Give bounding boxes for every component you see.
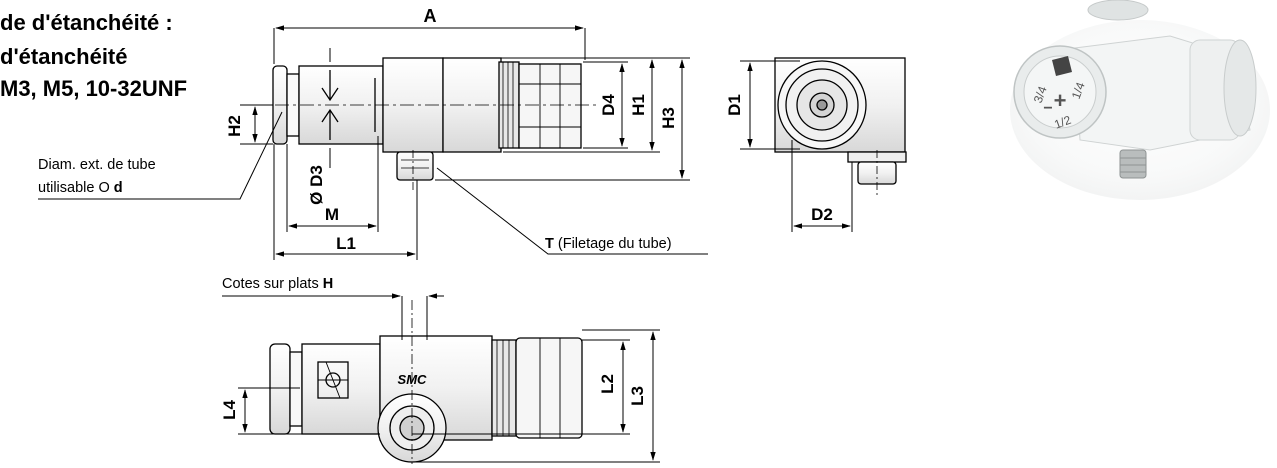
flats-text: Cotes sur plats	[222, 276, 323, 292]
label-L2: L2	[598, 374, 617, 394]
label-L1: L1	[336, 234, 356, 253]
label-L4: L4	[220, 400, 239, 420]
tube-od-note-line1: Diam. ext. de tube	[38, 157, 156, 173]
dim-L1-extensions	[273, 144, 418, 260]
top-release-ring	[491, 339, 517, 437]
front-collet	[518, 63, 582, 149]
front-view	[250, 57, 600, 190]
dim-A-extensions	[273, 28, 586, 64]
tube-od-var: d	[113, 180, 123, 196]
thread-var: T	[545, 236, 554, 252]
side-view	[774, 57, 907, 196]
tube-od-leader	[38, 111, 283, 200]
front-labels: A D4 H1 H3 H2 Ø D3 M L1	[225, 6, 678, 253]
front-valve-arrow-top	[321, 70, 339, 102]
photo-mark-1-2: 1/2	[1052, 113, 1073, 132]
label-D4: D4	[599, 94, 618, 116]
tube-od-note-line2: utilisable O d	[38, 180, 123, 196]
photo-thread-lines	[1120, 157, 1146, 173]
dim-D1-extensions	[740, 60, 800, 150]
flats-var: H	[322, 276, 334, 292]
dim-H3-extensions	[435, 57, 690, 181]
photo-plus-mark: +	[1054, 88, 1067, 113]
photo-mark-3-4: 3/4	[1031, 84, 1050, 105]
top-collet-segments	[539, 338, 561, 438]
side-bore-center	[816, 99, 828, 111]
title-line-1: de d'étanchéité :	[0, 10, 173, 35]
label-A: A	[424, 6, 437, 26]
photo-dial-window-icon	[1052, 56, 1072, 76]
label-H1: H1	[629, 94, 648, 116]
dim-L2-extensions	[412, 339, 630, 435]
top-valve-body	[301, 343, 381, 435]
dim-D2-extensions	[791, 140, 853, 232]
flats-note: Cotes sur plats H	[222, 276, 333, 292]
top-tube-flange	[269, 343, 291, 435]
title-line-3: M3, M5, 10-32UNF	[0, 76, 188, 101]
top-collet	[515, 337, 583, 439]
side-dimensions	[740, 60, 853, 232]
dim-L4-extensions	[238, 387, 380, 435]
dim-D4-extensions	[583, 61, 628, 149]
dim-M-extensions	[286, 136, 379, 232]
smc-logo: SMC	[398, 372, 428, 387]
front-valve-arrow-bottom	[321, 108, 339, 140]
check-valve-lines	[318, 361, 348, 399]
title-line-2: d'étanchéité	[0, 44, 128, 69]
top-dimensions	[222, 293, 660, 463]
thread-leader	[436, 167, 708, 255]
flats-extensions	[401, 296, 428, 340]
photo-minus-mark: −	[1043, 100, 1052, 117]
photo-mark-1-4: 1/4	[1069, 80, 1088, 101]
label-L3: L3	[628, 386, 647, 406]
label-D1: D1	[725, 94, 744, 116]
front-thread-lines	[401, 159, 429, 169]
top-ring-grooves	[496, 340, 510, 436]
photo-thread	[1119, 149, 1147, 179]
product-photo: + 3/4 1/4 1/2 −	[1010, 0, 1270, 200]
top-tube-collar	[289, 351, 303, 427]
thread-text: (Filetage du tube)	[553, 236, 672, 252]
thread-note: T (Filetage du tube)	[545, 236, 672, 252]
label-H3: H3	[659, 107, 678, 129]
photo-collet	[1223, 39, 1257, 137]
tube-od-note-prefix: utilisable	[38, 180, 99, 196]
front-dimensions	[38, 25, 708, 260]
tube-od-symbol: O	[98, 180, 110, 196]
label-H2: H2	[225, 115, 244, 137]
label-D2: D2	[811, 205, 833, 224]
dim-L3-extensions	[412, 329, 660, 463]
dim-H2-extensions	[240, 104, 273, 145]
top-view	[269, 296, 583, 464]
photo-dial-face	[1023, 55, 1097, 129]
label-D3: Ø D3	[307, 165, 326, 205]
photo-top-port	[1087, 0, 1149, 21]
front-collet-segments	[519, 64, 581, 148]
label-M: M	[325, 205, 339, 224]
front-thread-fitting	[396, 151, 434, 181]
